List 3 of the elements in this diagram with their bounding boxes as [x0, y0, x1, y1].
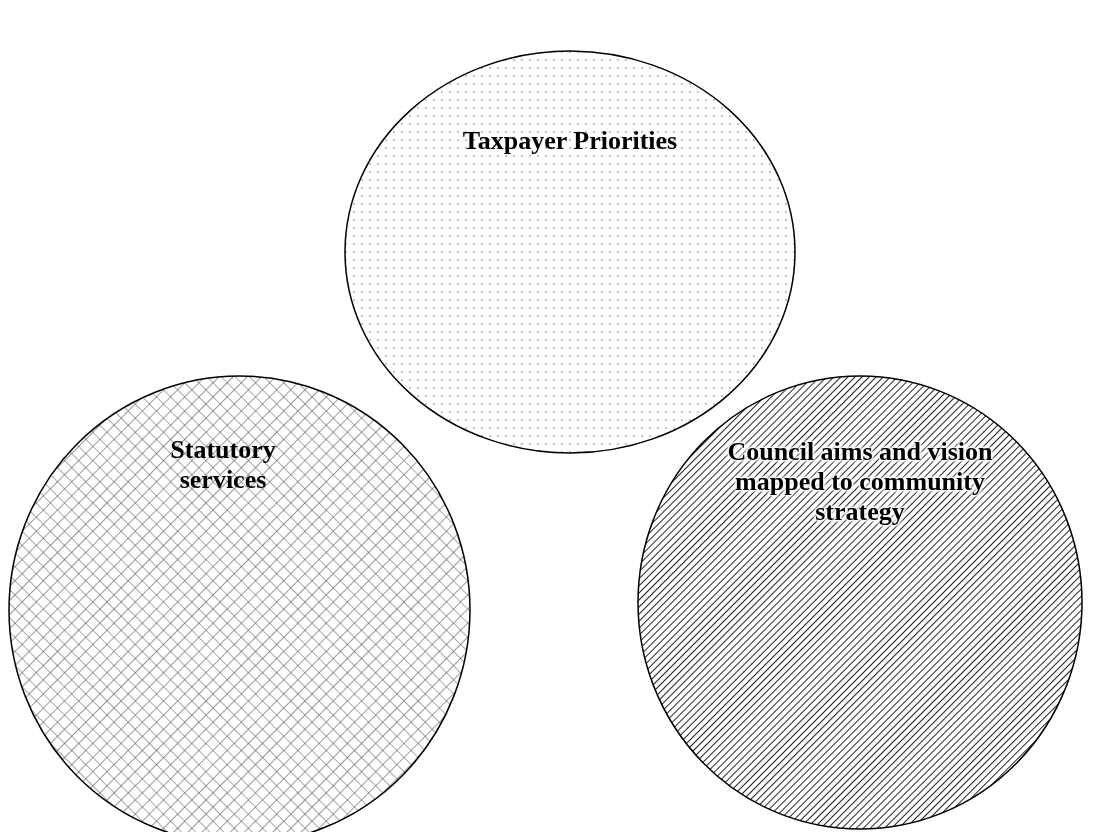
circle-label: Taxpayer Priorities [461, 126, 679, 156]
circle [637, 375, 1083, 830]
circle-label: Statutory services [169, 435, 277, 495]
